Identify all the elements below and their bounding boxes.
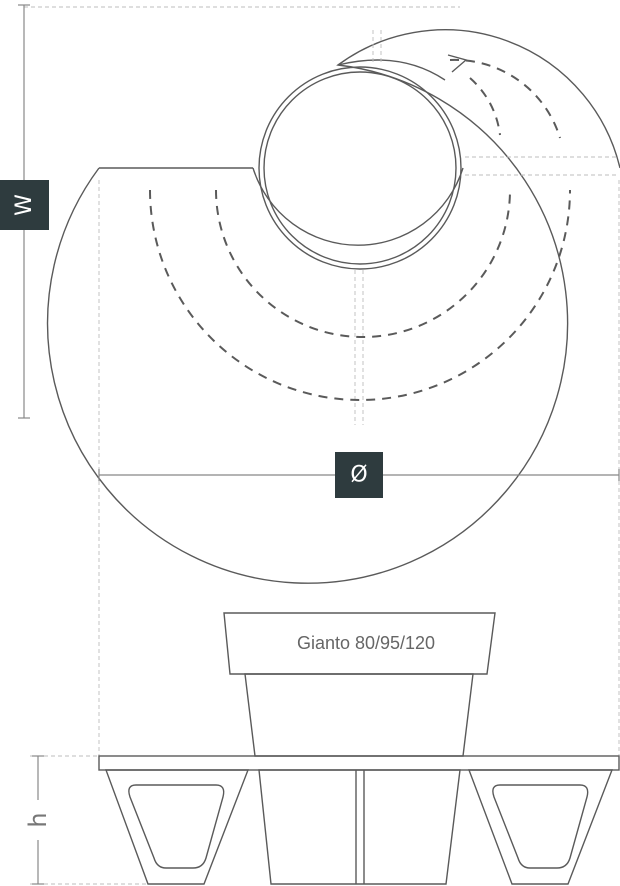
direction-arrow-icon	[447, 54, 468, 73]
bench-outer-outline	[46, 29, 620, 584]
right-leg	[467, 769, 614, 885]
planter-rim	[223, 612, 496, 675]
seat-arc-top-inner	[469, 77, 501, 136]
bench-seat-slab	[98, 755, 620, 771]
seat-arc-inner	[215, 189, 511, 338]
width-label: W	[12, 194, 37, 216]
planter-inner-ring	[263, 71, 457, 265]
planter-model-label: Gianto 80/95/120	[297, 633, 435, 653]
left-leg-cutout	[128, 784, 225, 869]
width-badge	[0, 180, 49, 230]
bench-inner-arc	[252, 167, 464, 246]
left-leg	[104, 769, 250, 885]
height-label: h	[24, 812, 52, 827]
planter-body	[244, 673, 474, 757]
bench-top-end	[337, 59, 446, 81]
side-view: Gianto 80/95/120 h	[24, 612, 620, 885]
diameter-label: Ø	[350, 463, 367, 488]
top-view: W Ø	[0, 4, 620, 760]
seat-arc-outer	[149, 189, 571, 401]
seat-arc-top	[449, 58, 561, 139]
center-support	[258, 769, 461, 885]
diameter-badge	[335, 452, 383, 498]
planter-outer-ring	[258, 66, 462, 270]
right-leg-cutout	[492, 784, 589, 869]
